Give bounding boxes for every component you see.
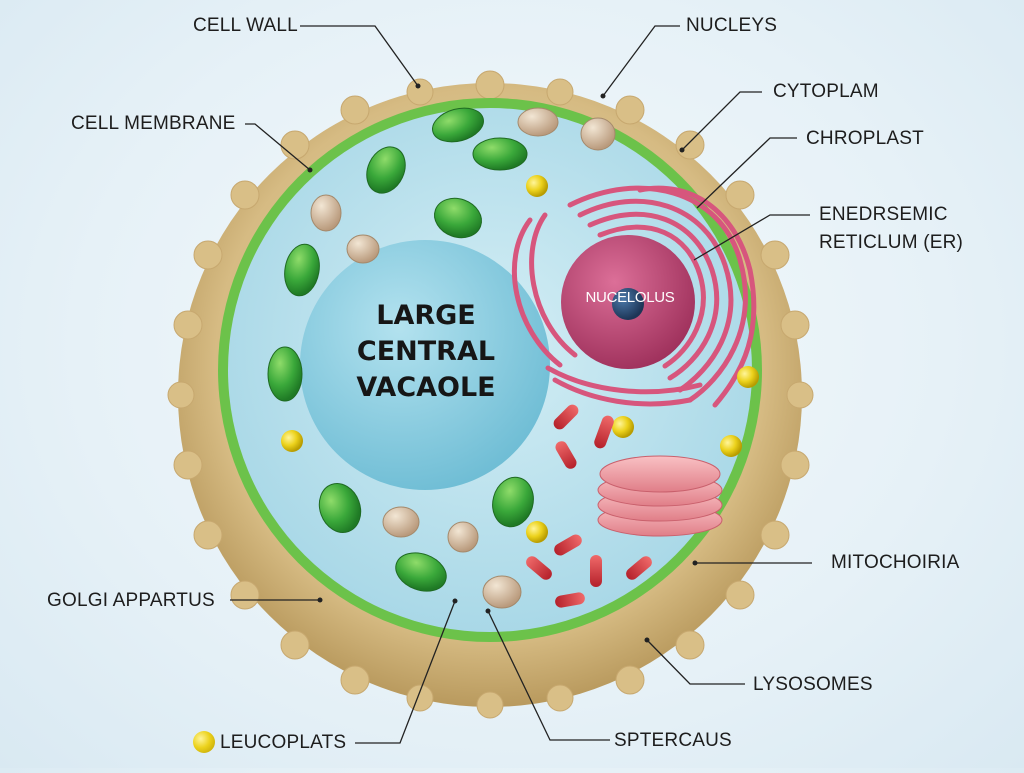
label-endoplasmic-reticulum-line1: ENEDRSEMIC (819, 204, 948, 225)
label-nucleus: NUCLEYS (686, 15, 778, 36)
lysosomes (310, 107, 616, 609)
leader-line-dots (307, 83, 698, 643)
label-lysosomes: LYSOSOMES (753, 674, 873, 695)
large-central-vacuole (300, 240, 550, 490)
nucleolus (612, 288, 644, 320)
golgi-apparatus (597, 455, 723, 537)
label-cytoplasm: CYTOPLAM (773, 81, 879, 102)
leucoplast-legend-dot (193, 731, 215, 753)
mitochondria (526, 404, 652, 608)
leucoplasts (281, 175, 759, 543)
chloroplasts (267, 107, 534, 592)
label-mitochondria: MITOCHOIRIA (831, 552, 960, 573)
endoplasmic-reticulum (511, 185, 757, 408)
label-cell-wall: CELL WALL (193, 15, 298, 36)
label-large-central-vacuole: LARGE CENTRAL VACAOLE (356, 300, 496, 403)
leader-lines (230, 25, 812, 744)
label-endoplasmic-reticulum-line2: RETICLUM (ER) (819, 232, 964, 253)
label-chloroplast: CHROPLAST (806, 128, 924, 149)
label-spercaus: SPTERCAUS (614, 730, 732, 751)
label-cell-membrane: CELL MEMBRANE (71, 113, 236, 134)
label-golgi-apparatus: GOLGI APPARTUS (47, 590, 215, 611)
label-nucleolus: NUCELOLUS (585, 289, 675, 306)
label-leucoplasts: LEUCOPLATS (220, 732, 347, 753)
